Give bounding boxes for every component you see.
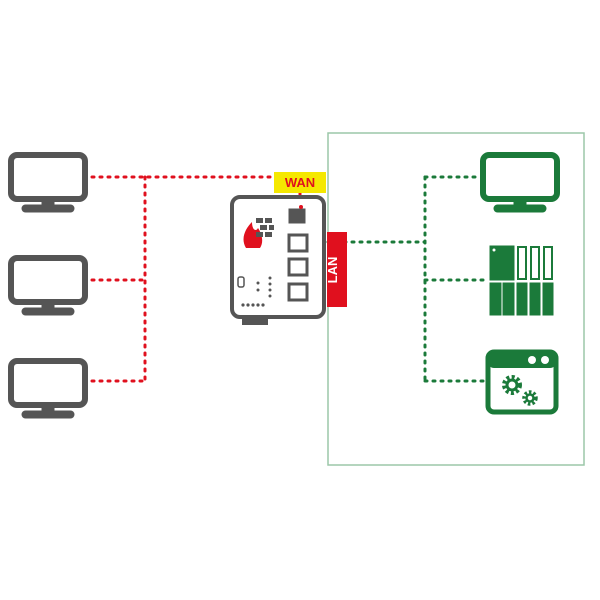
ethernet-ports: [287, 208, 309, 302]
wan-monitor-2: [11, 258, 85, 315]
wan-monitor-1: [11, 155, 85, 212]
plc-icon: [489, 245, 554, 316]
flame-icon: [243, 222, 263, 248]
gear-icon: [502, 375, 522, 395]
wan-monitor-3: [11, 361, 85, 418]
brick-wall-icon: [256, 218, 274, 237]
gear-icon: [522, 390, 538, 406]
status-leds: [237, 276, 272, 307]
firewall-router-icon: [230, 195, 326, 325]
lan-label: LAN: [325, 232, 347, 307]
lan-monitor: [483, 155, 557, 212]
wan-label: WAN: [274, 172, 326, 193]
application-gears-icon: [485, 349, 559, 415]
wan-label-text: WAN: [285, 175, 315, 190]
lan-label-text: LAN: [325, 257, 340, 284]
